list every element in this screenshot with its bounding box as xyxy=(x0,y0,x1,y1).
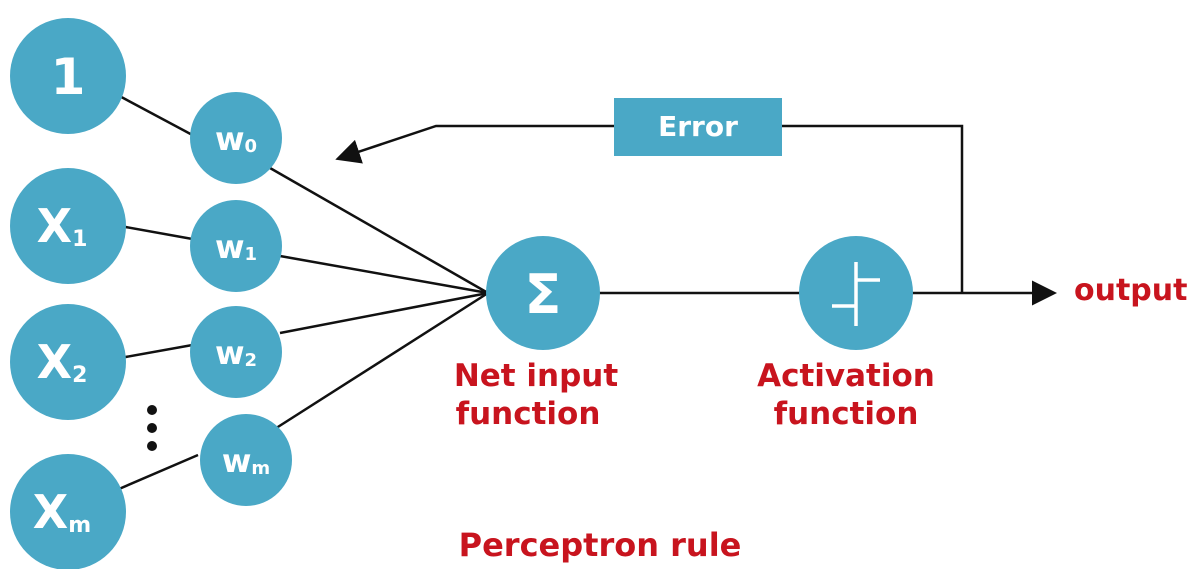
edge-weight2-sum xyxy=(279,291,489,335)
weight-node-wm-label: wm xyxy=(222,442,270,480)
diagram-title: Perceptron rule xyxy=(459,526,742,564)
weight-node-w2-label: w2 xyxy=(215,334,257,372)
activation-label-line1: Activation xyxy=(757,358,935,394)
output-label: output xyxy=(1074,273,1187,308)
weight-node-w1 xyxy=(190,200,282,292)
step-function-icon xyxy=(832,262,880,326)
input-node-x1-label: X1 xyxy=(37,199,88,253)
sigma-icon: Σ xyxy=(525,263,562,326)
input-node-x2-label: X2 xyxy=(37,335,88,389)
input-node-xm xyxy=(10,454,126,569)
edge-input0-weight0 xyxy=(111,90,199,140)
weight-node-w2 xyxy=(190,306,282,398)
input-node-x2 xyxy=(10,304,126,420)
edge-input2-weight2 xyxy=(119,342,199,360)
edge-input1-weight1 xyxy=(119,224,199,242)
net-input-label-line1: Net input xyxy=(454,358,619,394)
weight-node-w0-label: w0 xyxy=(215,120,257,158)
weight-node-wm xyxy=(200,414,292,506)
activation-label-line2: function xyxy=(774,396,919,432)
vertical-ellipsis-icon xyxy=(147,405,157,451)
weight-node-w1-label: w1 xyxy=(215,228,257,266)
input-node-bias xyxy=(10,18,126,134)
sum-node xyxy=(486,236,600,350)
input-node-bias-label: 1 xyxy=(51,48,86,106)
net-input-label-line2: function xyxy=(456,396,601,432)
edge-weight0-sum xyxy=(269,166,489,295)
weight-node-w0 xyxy=(190,92,282,184)
input-node-xm-label: Xm xyxy=(33,485,91,539)
error-box xyxy=(614,98,782,156)
edge-input3-weight3 xyxy=(111,453,199,494)
edge-weight1-sum xyxy=(279,254,489,295)
edge-weightm-sum xyxy=(269,291,489,434)
error-label: Error xyxy=(658,110,738,143)
input-node-x1 xyxy=(10,168,126,284)
